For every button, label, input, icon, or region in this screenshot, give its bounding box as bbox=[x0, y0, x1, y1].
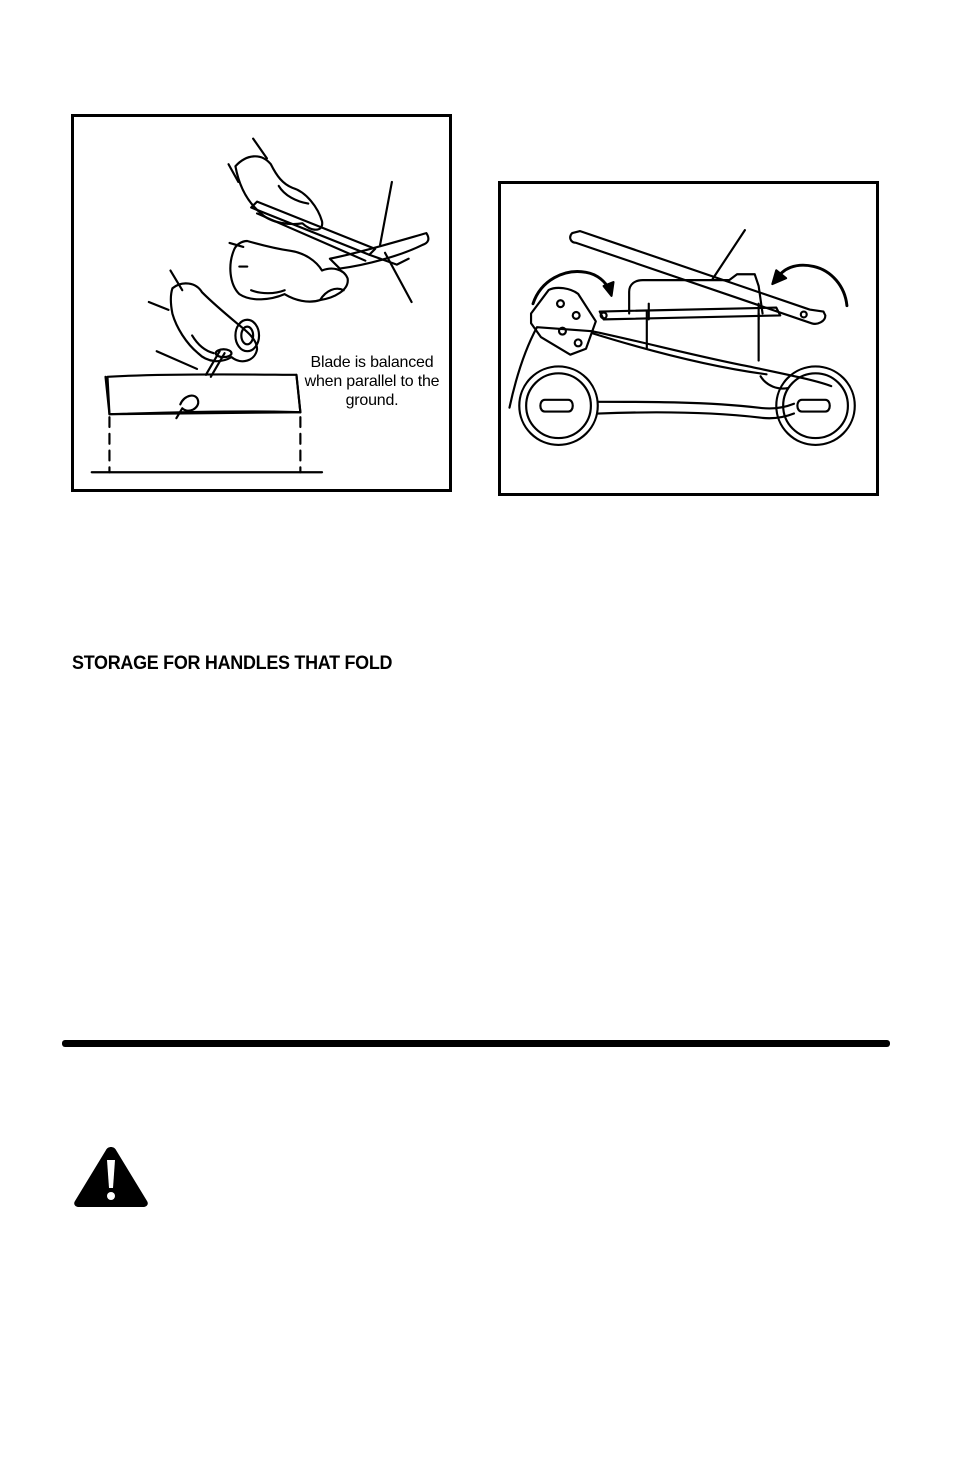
leader-line-file bbox=[379, 180, 393, 247]
leader-line-nail bbox=[155, 350, 199, 371]
folding-handle-illustration bbox=[508, 229, 856, 447]
blade-balance-illustration bbox=[90, 137, 430, 474]
storage-section-heading: STORAGE FOR HANDLES THAT FOLD bbox=[72, 652, 393, 674]
folding-handle-figure bbox=[498, 181, 879, 496]
blade-balance-figure: Blade is balanced when parallel to the g… bbox=[71, 114, 452, 492]
blade-balance-caption: Blade is balanced when parallel to the g… bbox=[304, 354, 440, 409]
warning-triangle-icon bbox=[72, 1144, 150, 1208]
section-divider bbox=[62, 1040, 890, 1047]
leader-line-handle bbox=[711, 229, 746, 281]
